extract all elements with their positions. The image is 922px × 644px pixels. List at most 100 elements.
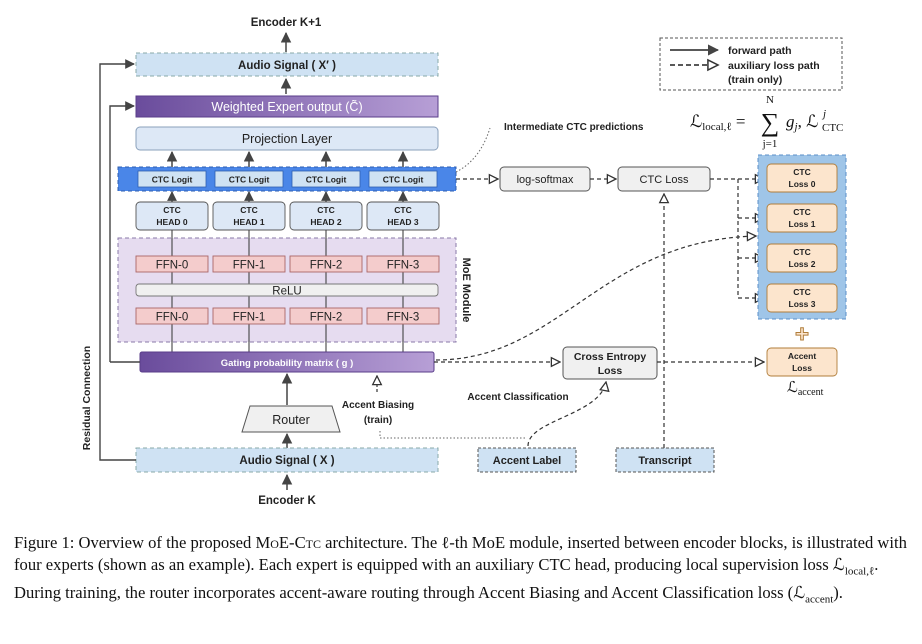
cross-entropy-line2: Loss [598,365,623,377]
accent-classification-label: Accent Classification [467,392,568,403]
loss-box-1-line1: CTC [793,207,810,217]
weighted-output-box [135,95,439,118]
ffn-top-2-label: FFN-2 [310,260,343,272]
figure-caption: Figure 1: Overview of the proposed MoE-C… [14,532,910,611]
loss-box-2-line2: Loss 2 [789,259,816,269]
ffn-bottom-2 [289,307,363,325]
ffn-bottom-1 [212,307,286,325]
caption-part1: architecture. The ℓ-th MoE module, inser… [14,533,907,574]
caption-accent-loss-sub: accent [805,593,834,606]
projection-layer-box [135,126,439,151]
weighted-output-label: Weighted Expert output (C̃) [211,99,362,114]
ctc-logit-row: CTC Logit CTC Logit CTC Logit CTC Logit [137,170,438,188]
caption-prefix: Figure 1: Overview of the proposed [14,533,256,552]
caption-local-loss-sub: local,ℓ [844,565,875,578]
relu-label: ReLU [272,286,301,298]
accent-biasing-label: Accent Biasing [342,400,414,411]
formula-sum: ∑ [761,108,780,137]
ffn-bottom-0 [135,307,209,325]
gating-to-losses-curve [435,236,756,361]
audio-signal-in-box [135,447,439,473]
ffn-top-2 [289,255,363,273]
formula-L-sub: CTC [822,122,843,134]
accent-formula-sub: accent [798,387,824,398]
ffn-bottom-1-label: FFN-1 [233,312,266,324]
ffn-top-row: FFN-0 FFN-1 FFN-2 FFN-3 [135,255,440,273]
audio-signal-out-box [135,52,439,77]
ctc-logit-0 [137,170,207,188]
ctc-heads: CTC HEAD 0 CTC HEAD 1 CTC HEAD 2 CTC HEA… [135,201,440,231]
ffn-top-3 [366,255,440,273]
formula-eq: = [732,112,746,131]
projection-layer-label: Projection Layer [242,132,332,146]
ctc-logit-1-label: CTC Logit [229,175,270,185]
loss-box-2-line1: CTC [793,247,810,257]
accent-label-text: Accent Label [493,455,561,467]
ffn-top-0 [135,255,209,273]
architecture-diagram: Encoder K+1 Audio Signal ( X′ ) Weighted… [81,17,847,507]
residual-connection-line [99,59,136,461]
residual-connection-label: Residual Connection [81,346,93,450]
loss-box-3-line1: CTC [793,287,810,297]
loss-box-1-line2: Loss 1 [789,219,816,229]
ctc-logit-3 [368,170,438,188]
transcript-label: Transcript [638,455,692,467]
loss-box-3 [766,283,838,313]
accent-label-to-biasing-dotted [379,430,525,439]
formula-lhs: ℒlocal,ℓ = [690,112,746,133]
ffn-top-1-label: FFN-1 [233,260,266,272]
ffn-bottom-3 [366,307,440,325]
router-label: Router [272,413,310,427]
loss-box-3-line2: Loss 3 [789,299,816,309]
relu-box [135,283,439,297]
caption-part2: . During training, the router incorporat… [14,555,879,603]
ffn-top-3-label: FFN-3 [387,260,420,272]
formula-lhs-sub: local,ℓ [702,121,731,133]
ctc-head-0-line2: HEAD 0 [156,217,187,227]
ffn-bottom-row: FFN-0 FFN-1 FFN-2 FFN-3 [135,307,440,325]
log-softmax-label: log-softmax [517,174,574,186]
accent-biasing-sub: (train) [364,415,392,426]
ctc-loss-label: CTC Loss [640,174,689,186]
caption-model-name: MoE-Ctc [255,533,321,552]
loss-box-1 [766,203,838,233]
caption-part3: ). [833,583,843,603]
ctc-logit-2-label: CTC Logit [306,175,347,185]
legend-forward-label: forward path [728,45,792,57]
legend-box [659,37,843,91]
audio-signal-in-label: Audio Signal ( X ) [239,455,334,467]
router-box [241,405,341,433]
accent-loss-line2: Loss [792,363,812,373]
accent-label-box [477,447,577,473]
ctc-head-2-line1: CTC [317,205,334,215]
ctc-head-2-line2: HEAD 2 [310,217,341,227]
formula-comma: , [798,112,807,131]
intermediate-ctc-label: Intermediate CTC predictions [504,122,644,133]
ffn-top-1 [212,255,286,273]
ctc-logit-3-label: CTC Logit [383,175,424,185]
ffn-top-0-label: FFN-0 [156,260,189,272]
loss-box-0-line1: CTC [793,167,810,177]
formula-g-sub: j [793,121,798,133]
ctc-head-3-line2: HEAD 3 [387,217,418,227]
formula-lhs-L: ℒ [690,112,702,131]
formula-L-sup: j [821,108,826,120]
moe-module-label: MoE Module [460,258,472,323]
encoder-top-label: Encoder K+1 [251,17,322,29]
formula-sum-top: N [766,94,774,106]
loss-box-0-line2: Loss 0 [789,179,816,189]
ctc-head-1-line2: HEAD 1 [233,217,264,227]
formula-rhs: gj, ℒ [786,112,818,133]
residual-branch-to-weighted [109,101,135,362]
loss-box-2 [766,243,838,273]
accent-loss-line1: Accent [788,351,817,361]
ctc-head-3-line1: CTC [394,205,411,215]
local-loss-formula: ℒlocal,ℓ = N ∑ j=1 gj, ℒ j CTC [690,94,843,150]
legend-aux-label: auxiliary loss path [728,60,820,72]
formula-L: ℒ [806,112,818,131]
cross-entropy-box [562,346,658,380]
accent-formula-L: ℒ [787,380,798,396]
formula-g: g [786,112,795,131]
loss-box-0 [766,163,838,193]
ffn-bottom-3-label: FFN-3 [387,312,420,324]
